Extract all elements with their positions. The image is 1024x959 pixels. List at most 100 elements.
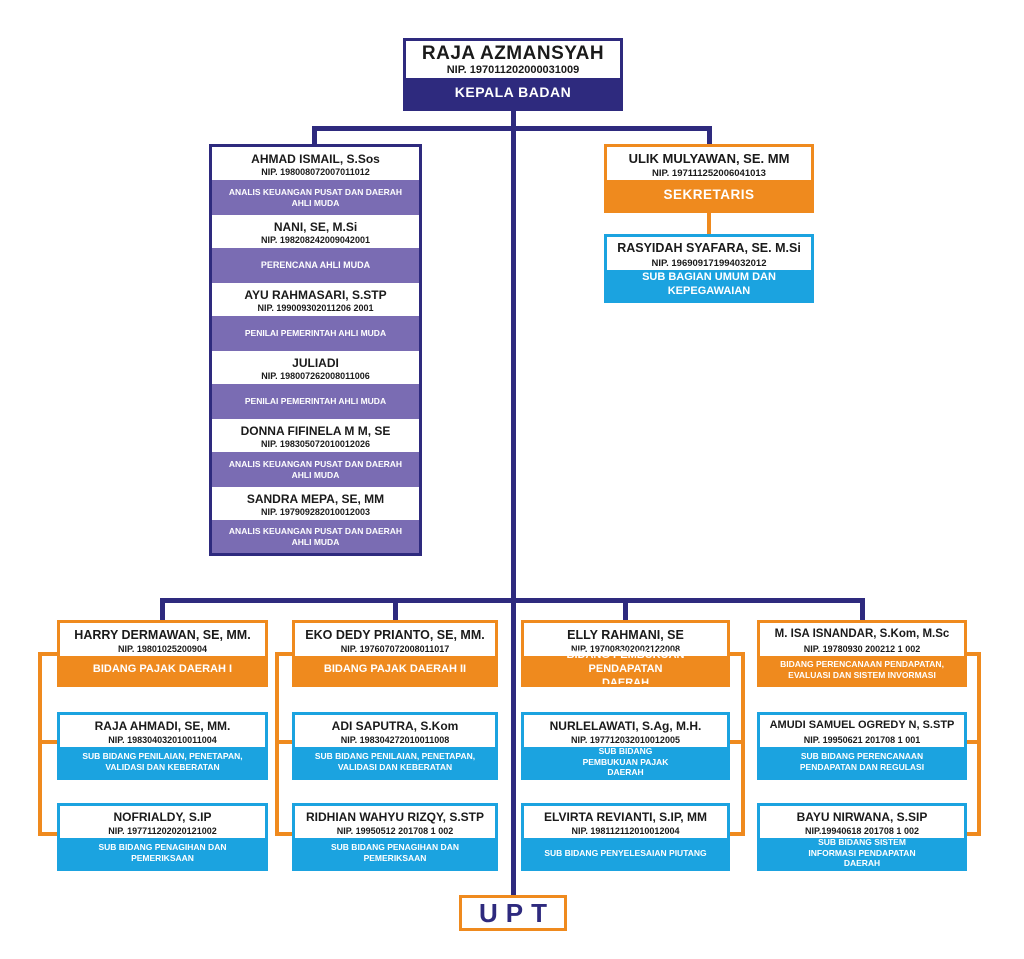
bracket-div2 bbox=[275, 652, 279, 836]
bracket-div2-top bbox=[275, 652, 293, 656]
head-role: KEPALA BADAN bbox=[406, 78, 620, 108]
functional-nip: NIP. 198208242009042001 bbox=[261, 235, 370, 245]
upt-box: UPT bbox=[459, 895, 567, 931]
division-nip: NIP. 19780930 200212 1 002 bbox=[803, 644, 921, 654]
subdivision-role: SUB BIDANG PENYELESAIAN PIUTANG bbox=[524, 838, 727, 868]
head-name: RAJA AZMANSYAH bbox=[421, 43, 605, 64]
functional-role: PERENCANA AHLI MUDA bbox=[212, 248, 419, 283]
subdivision-box: RIDHIAN WAHYU RIZQY, S.STP NIP. 19950512… bbox=[292, 803, 498, 871]
division-box: M. ISA ISNANDAR, S.Kom, M.Sc NIP. 197809… bbox=[757, 620, 967, 687]
division-box: HARRY DERMAWAN, SE, MM. NIP. 19801025200… bbox=[57, 620, 268, 687]
bracket-div4 bbox=[977, 652, 981, 836]
secretary-role: SEKRETARIS bbox=[607, 180, 811, 210]
secretary-nip: NIP. 197111252006041013 bbox=[652, 168, 766, 179]
secretary-connector bbox=[707, 211, 711, 235]
functional-nip: NIP. 198007262008011006 bbox=[261, 371, 370, 381]
subdivision-name: ELVIRTA REVIANTI, S.IP, MM bbox=[544, 810, 707, 824]
functional-item: JULIADI NIP. 198007262008011006 PENILAI … bbox=[212, 351, 419, 419]
connector-div1 bbox=[160, 598, 165, 620]
bracket-div4-mid bbox=[965, 740, 981, 744]
bracket-div1 bbox=[38, 652, 42, 836]
subdivision-name: NURLELAWATI, S.Ag, M.H. bbox=[549, 719, 702, 733]
subdivision-box: ELVIRTA REVIANTI, S.IP, MM NIP. 19811211… bbox=[521, 803, 730, 871]
division-name: M. ISA ISNANDAR, S.Kom, M.Sc bbox=[774, 628, 950, 640]
subdivision-role: SUB BIDANG PENAGIHAN DAN PEMERIKSAAN bbox=[295, 838, 495, 868]
division-role: BIDANG PAJAK DAERAH II bbox=[295, 656, 495, 684]
subdivision-role: SUB BIDANG PENILAIAN, PENETAPAN, VALIDAS… bbox=[60, 747, 265, 777]
functional-role: PENILAI PEMERINTAH AHLI MUDA bbox=[212, 384, 419, 419]
connector-div2 bbox=[393, 598, 398, 620]
head-box: RAJA AZMANSYAH NIP. 197011202000031009 K… bbox=[403, 38, 623, 111]
connector-top-horizontal bbox=[312, 126, 712, 131]
functional-nip: NIP. 198305072010012026 bbox=[261, 439, 370, 449]
division-nip: NIP. 197008302002122008 bbox=[571, 644, 680, 654]
subdivision-name: RAJA AHMADI, SE, MM. bbox=[94, 719, 231, 733]
functional-nip: NIP. 198008072007011012 bbox=[261, 167, 370, 177]
functional-group: AHMAD ISMAIL, S.Sos NIP. 198008072007011… bbox=[209, 144, 422, 556]
functional-item: AHMAD ISMAIL, S.Sos NIP. 198008072007011… bbox=[212, 147, 419, 215]
subdivision-nip: NIP. 198304032010011004 bbox=[108, 735, 217, 745]
functional-name: NANI, SE, M.Si bbox=[273, 220, 358, 234]
bracket-div1-bot bbox=[38, 832, 58, 836]
division-role: BIDANG PERENCANAAN PENDAPATAN, EVALUASI … bbox=[760, 656, 964, 684]
bracket-div4-bot bbox=[965, 832, 981, 836]
functional-role: ANALIS KEUANGAN PUSAT DAN DAERAH AHLI MU… bbox=[212, 180, 419, 215]
subdivision-nip: NIP. 19950621 201708 1 001 bbox=[803, 735, 921, 745]
subsection-umum-name: RASYIDAH SYAFARA, SE. M.Si bbox=[617, 241, 801, 255]
functional-name: DONNA FIFINELA M M, SE bbox=[240, 424, 391, 438]
head-nip: NIP. 197011202000031009 bbox=[446, 64, 580, 76]
subsection-umum-nip: NIP. 196909171994032012 bbox=[651, 258, 767, 269]
subdivision-nip: NIP. 197712032010012005 bbox=[571, 735, 680, 745]
division-box: EKO DEDY PRIANTO, SE, MM. NIP. 197607072… bbox=[292, 620, 498, 687]
subdivision-nip: NIP. 198112112010012004 bbox=[571, 826, 680, 836]
subsection-umum-box: RASYIDAH SYAFARA, SE. M.Si NIP. 19690917… bbox=[604, 234, 814, 303]
bracket-div2-bot bbox=[275, 832, 293, 836]
functional-item: SANDRA MEPA, SE, MM NIP. 197909282010012… bbox=[212, 487, 419, 553]
division-nip: NIP. 19801025200904 bbox=[118, 644, 207, 654]
bracket-div2-mid bbox=[275, 740, 293, 744]
functional-nip: NIP. 199009302011206 2001 bbox=[257, 303, 374, 313]
connector-trunk bbox=[511, 110, 516, 896]
functional-role: ANALIS KEUANGAN PUSAT DAN DAERAH AHLI MU… bbox=[212, 452, 419, 487]
functional-role: ANALIS KEUANGAN PUSAT DAN DAERAH AHLI MU… bbox=[212, 520, 419, 553]
subdivision-name: AMUDI SAMUEL OGREDY N, S.STP bbox=[769, 719, 955, 731]
subdivision-name: NOFRIALDY, S.IP bbox=[113, 810, 212, 824]
subdivision-name: RIDHIAN WAHYU RIZQY, S.STP bbox=[305, 810, 484, 824]
bracket-div4-top bbox=[965, 652, 981, 656]
functional-item: DONNA FIFINELA M M, SE NIP. 198305072010… bbox=[212, 419, 419, 487]
subdivision-role: SUB BIDANG SISTEM INFORMASI PENDAPATAN D… bbox=[760, 837, 964, 868]
subdivision-box: AMUDI SAMUEL OGREDY N, S.STP NIP. 199506… bbox=[757, 712, 967, 780]
functional-name: AHMAD ISMAIL, S.Sos bbox=[251, 152, 380, 166]
subdivision-name: BAYU NIRWANA, S.SIP bbox=[796, 810, 928, 824]
functional-item: NANI, SE, M.Si NIP. 198208242009042001 P… bbox=[212, 215, 419, 283]
bracket-div1-mid bbox=[38, 740, 58, 744]
functional-name: AYU RAHMASARI, S.STP bbox=[244, 288, 387, 302]
connector-div3 bbox=[623, 598, 628, 620]
division-name: EKO DEDY PRIANTO, SE, MM. bbox=[305, 628, 485, 642]
secretary-name: ULIK MULYAWAN, SE. MM bbox=[628, 151, 790, 166]
connector-div4 bbox=[860, 598, 865, 620]
bracket-div1-top bbox=[38, 652, 58, 656]
secretary-box: ULIK MULYAWAN, SE. MM NIP. 1971112520060… bbox=[604, 144, 814, 213]
subdivision-nip: NIP. 19950512 201708 1 002 bbox=[336, 826, 454, 836]
bracket-div3-mid bbox=[729, 740, 745, 744]
subdivision-box: NOFRIALDY, S.IP NIP. 197711202020121002 … bbox=[57, 803, 268, 871]
subdivision-nip: NIP. 197711202020121002 bbox=[108, 826, 217, 836]
subdivision-box: BAYU NIRWANA, S.SIP NIP.19940618 201708 … bbox=[757, 803, 967, 871]
division-name: HARRY DERMAWAN, SE, MM. bbox=[74, 628, 251, 642]
division-role: BIDANG PAJAK DAERAH I bbox=[60, 656, 265, 684]
bracket-div3-top bbox=[729, 652, 745, 656]
connector-top-left bbox=[312, 126, 317, 146]
bracket-div3 bbox=[741, 652, 745, 836]
subsection-umum-role: SUB BAGIAN UMUM DAN KEPEGAWAIAN bbox=[607, 270, 811, 300]
division-name: ELLY RAHMANI, SE bbox=[567, 628, 684, 642]
functional-role: PENILAI PEMERINTAH AHLI MUDA bbox=[212, 316, 419, 351]
subdivision-role: SUB BIDANG PEMBUKUAN PAJAK DAERAH bbox=[524, 746, 727, 777]
subdivision-nip: NIP. 198304272010011008 bbox=[340, 735, 450, 745]
functional-name: JULIADI bbox=[292, 356, 339, 370]
subdivision-box: RAJA AHMADI, SE, MM. NIP. 19830403201001… bbox=[57, 712, 268, 780]
subdivision-role: SUB BIDANG PERENCANAAN PENDAPATAN DAN RE… bbox=[760, 747, 964, 777]
subdivision-name: ADI SAPUTRA, S.Kom bbox=[331, 719, 459, 733]
connector-bottom-horizontal bbox=[160, 598, 865, 603]
subdivision-box: ADI SAPUTRA, S.Kom NIP. 1983042720100110… bbox=[292, 712, 498, 780]
